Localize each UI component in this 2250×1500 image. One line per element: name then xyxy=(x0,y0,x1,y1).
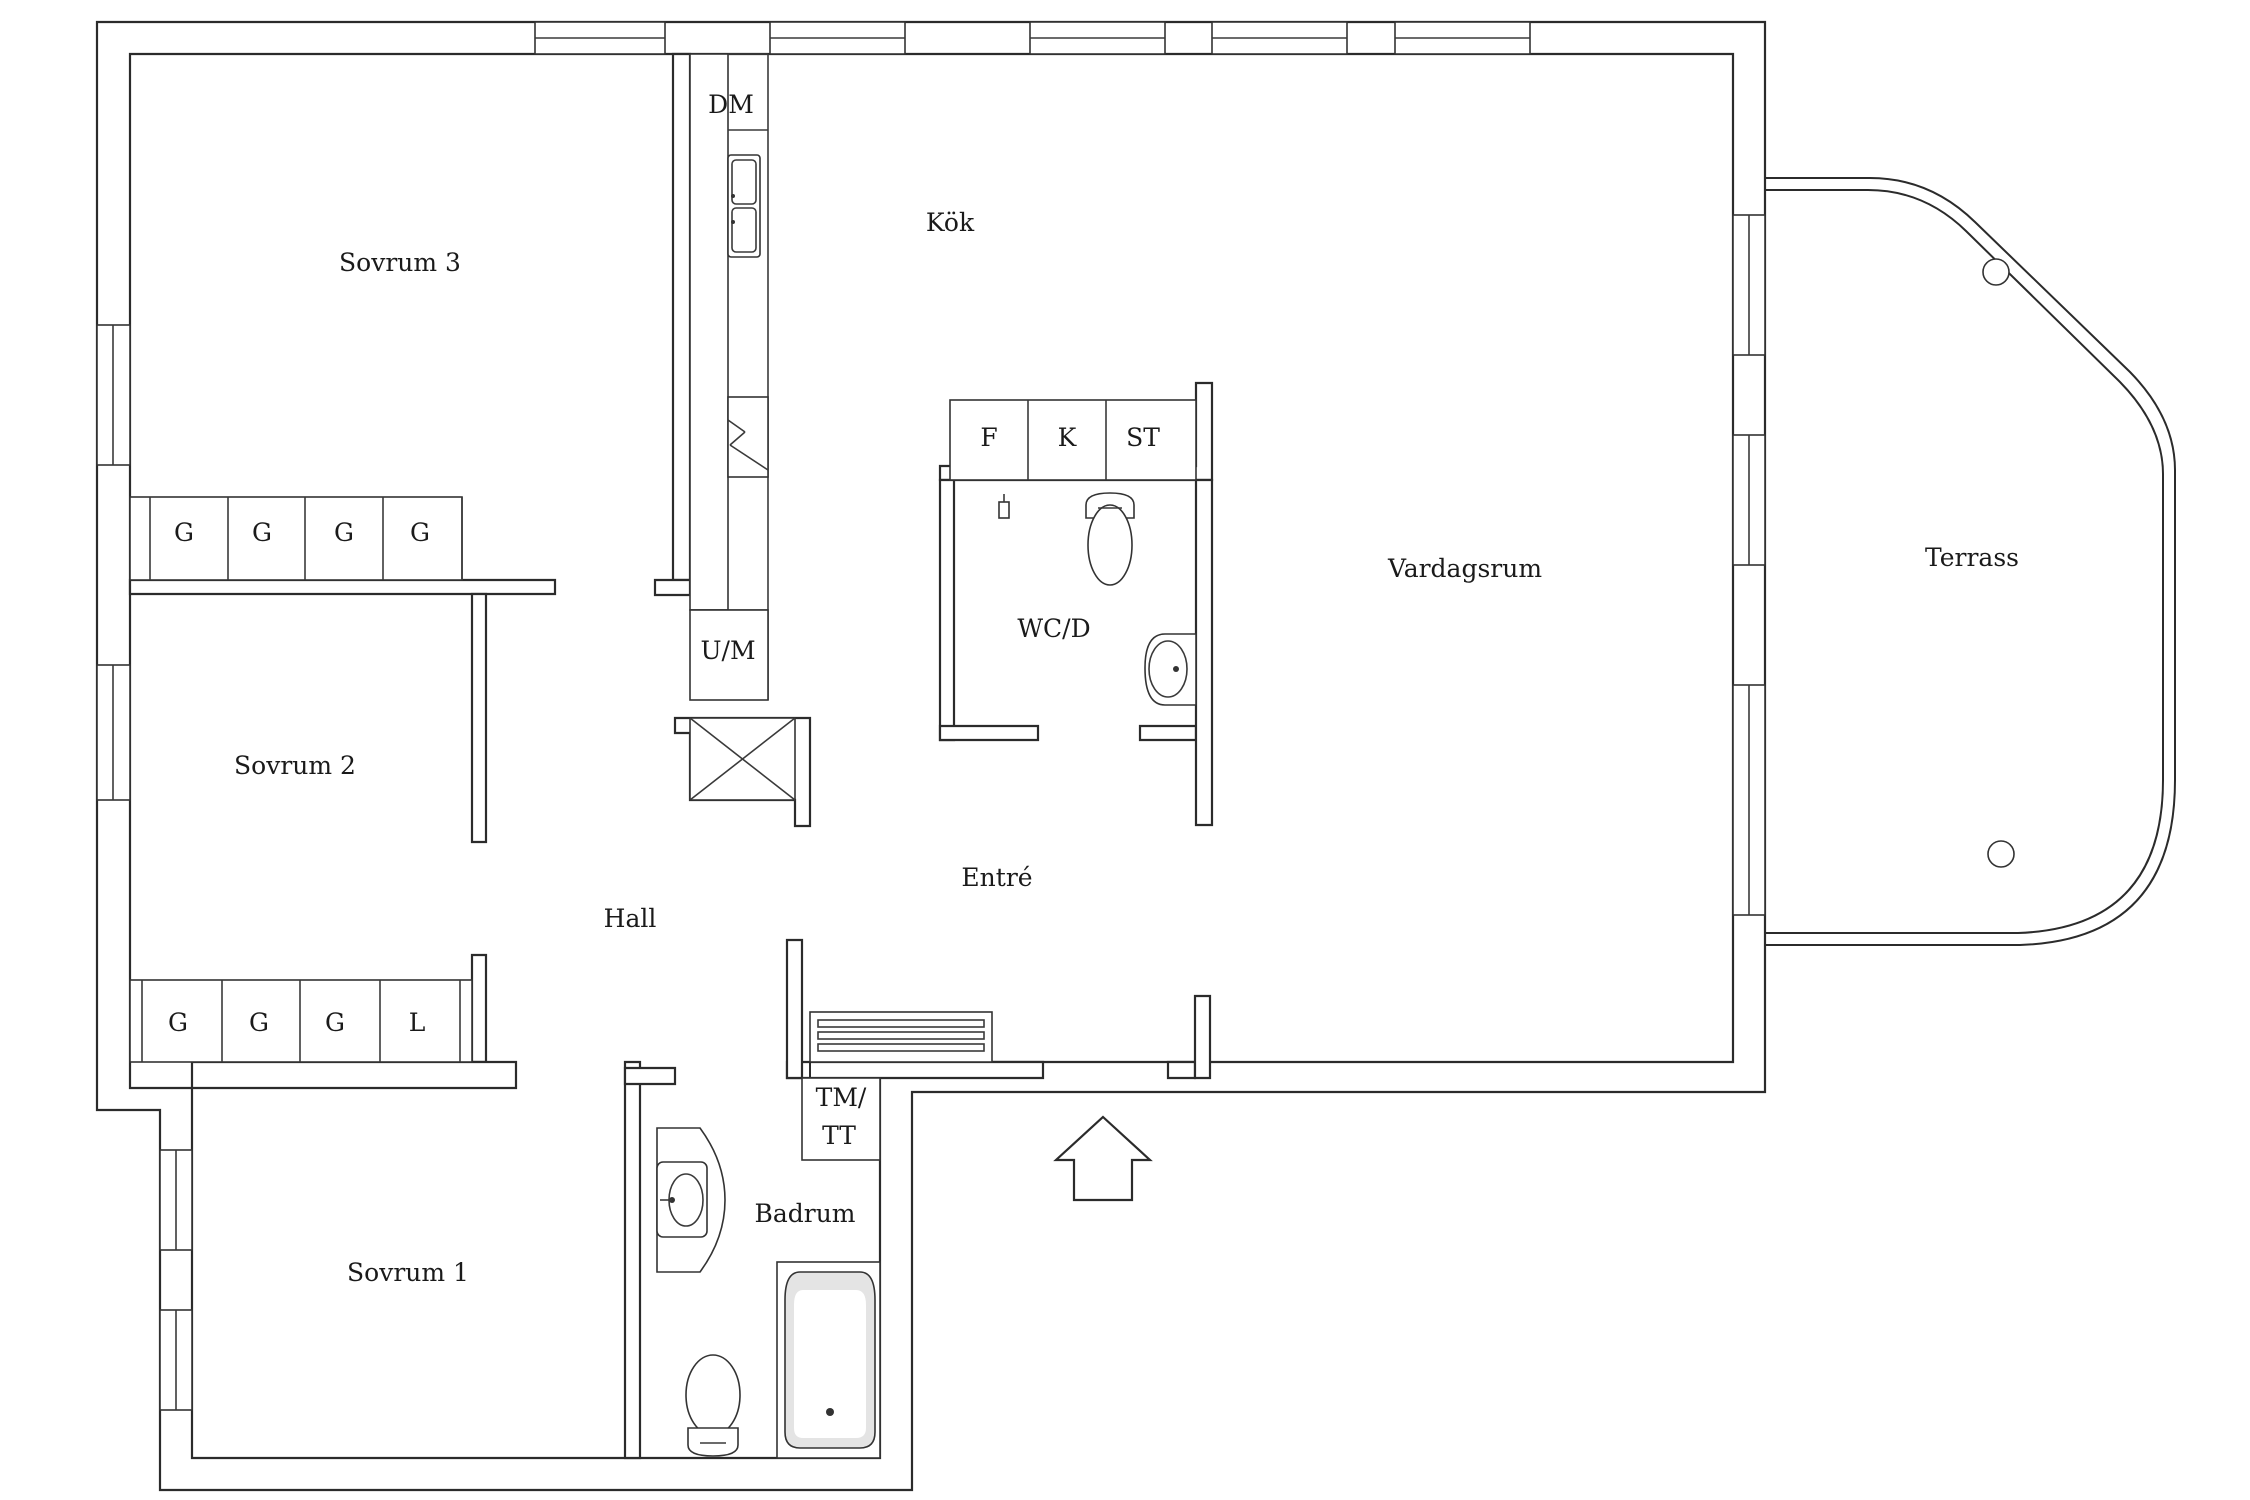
windows-top xyxy=(534,21,1531,55)
room-label-badrum: Badrum xyxy=(754,1199,855,1228)
terrace-post-top xyxy=(1982,258,2010,286)
closet-label: L xyxy=(409,1008,426,1037)
closet-label: G xyxy=(252,518,272,547)
washer-dryer xyxy=(801,1077,881,1161)
wc-small-tap xyxy=(998,494,1010,519)
label-storage: ST xyxy=(1126,423,1160,452)
room-label-sovrum3: Sovrum 3 xyxy=(339,248,461,277)
closet-label: G xyxy=(168,1008,188,1037)
kitchen-counter xyxy=(689,53,769,701)
room-label-hall: Hall xyxy=(604,904,657,933)
closets-sovrum3 xyxy=(129,496,463,581)
room-label-entre: Entré xyxy=(961,863,1032,892)
closet-label: G xyxy=(334,518,354,547)
room-label-terrass: Terrass xyxy=(1925,543,2019,572)
room-label-vardagsrum: Vardagsrum xyxy=(1387,554,1542,583)
bath-sink xyxy=(656,1127,726,1273)
radiator xyxy=(809,1011,993,1078)
terrace-post-bottom xyxy=(1987,840,2015,868)
fridge-freezer-cabinets xyxy=(949,399,1197,481)
wc-sink xyxy=(1144,633,1197,706)
bathtub xyxy=(776,1261,881,1459)
closet-label: G xyxy=(410,518,430,547)
entrance-arrow xyxy=(1053,1115,1153,1202)
label-fridge: F xyxy=(980,423,997,452)
kitchen-sink xyxy=(727,154,761,258)
closet-label: G xyxy=(325,1008,345,1037)
label-tt: TT xyxy=(822,1121,856,1150)
closet-label: G xyxy=(174,518,194,547)
closet-label: G xyxy=(249,1008,269,1037)
wc-toilet xyxy=(1085,492,1135,586)
windows-left xyxy=(96,324,193,1411)
room-label-sovrum1: Sovrum 1 xyxy=(347,1258,469,1287)
label-um: U/M xyxy=(700,636,755,665)
room-label-kok: Kök xyxy=(926,208,975,237)
terrace xyxy=(1765,177,2176,946)
shaft xyxy=(689,717,796,801)
stove xyxy=(727,396,769,478)
room-label-sovrum2: Sovrum 2 xyxy=(234,751,356,780)
label-tm: TM/ xyxy=(816,1083,867,1112)
room-label-wcd: WC/D xyxy=(1017,614,1090,643)
windows-right xyxy=(1732,214,1766,916)
bath-toilet xyxy=(685,1354,741,1457)
closets-hall xyxy=(129,979,473,1063)
label-freezer: K xyxy=(1058,423,1078,452)
label-dishwasher: DM xyxy=(708,90,754,119)
